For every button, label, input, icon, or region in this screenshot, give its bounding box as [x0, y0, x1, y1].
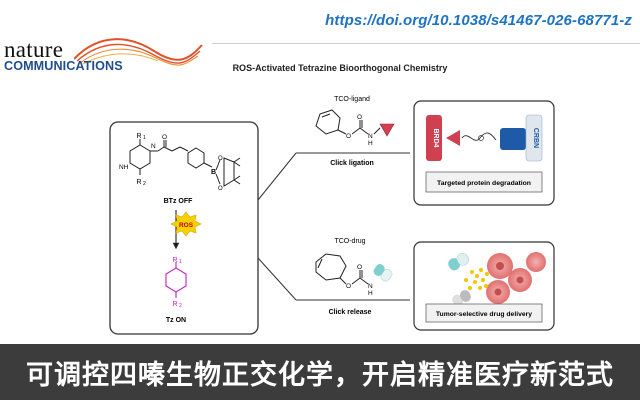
tz-r1-subscript: 1	[179, 259, 182, 265]
tco-drug-structure	[315, 253, 369, 285]
crbn-label: CRBN	[532, 128, 539, 148]
brd4-protein-icon	[426, 115, 442, 161]
tetrazine-structure	[165, 262, 187, 298]
btz-r2-label: R	[136, 179, 141, 186]
linker-icon	[461, 132, 497, 141]
boronate-o2-label: O	[218, 186, 223, 192]
tz-r2-subscript: 2	[179, 303, 182, 309]
boronate-o1-label: O	[218, 156, 223, 162]
tco-ligand-h-label: H	[368, 140, 373, 147]
btz-r-label: R	[136, 133, 141, 140]
btz-nh-label: NH	[119, 164, 129, 171]
drug-delivery-caption-box	[425, 303, 543, 323]
released-drug-icon	[448, 252, 489, 307]
drug-capsule-icon	[373, 264, 393, 282]
bound-ligand-icon	[446, 130, 460, 146]
logo-nature-text: nature	[4, 37, 64, 62]
ros-label: ROS	[179, 222, 194, 229]
linker-ring-icon	[478, 135, 484, 141]
scheme-title: ROS-Activated Tetrazine Bioorthogonal Ch…	[232, 63, 448, 73]
ros-burst-icon	[170, 211, 202, 237]
btz-r-subscript: 1	[143, 135, 146, 141]
caption-banner: 可调控四嗪生物正交化学，开启精准医疗新范式	[0, 344, 640, 400]
btz-n-label: N	[151, 143, 156, 150]
btz-carbonyl-o-label: O	[162, 134, 167, 141]
journal-logo: nature COMMUNICATIONS	[4, 37, 204, 81]
branch-line-lower	[257, 257, 297, 301]
logo-communications-text: COMMUNICATIONS	[4, 59, 123, 73]
tumor-cells-icon	[486, 252, 546, 304]
branch-line-upper	[257, 152, 297, 201]
tco-drug-o-label: O	[346, 283, 351, 290]
tz-r2-label: R	[172, 301, 177, 308]
tz-on-label: Tz ON	[166, 317, 186, 324]
tco-ligand-structure	[315, 109, 381, 135]
crbn-ligand-icon	[500, 128, 526, 150]
header-divider	[212, 43, 640, 44]
degradation-caption-box	[425, 171, 543, 193]
dihydrotetrazine-structure	[129, 139, 241, 187]
caption-banner-text: 可调控四嗪生物正交化学，开启精准医疗新范式	[26, 359, 614, 390]
btz-r2-subscript: 2	[143, 181, 146, 187]
boron-label: B	[211, 169, 216, 176]
tco-drug-h-label: H	[368, 290, 373, 297]
crbn-protein-icon	[525, 114, 543, 162]
tco-drug-carbonyl-o-label: O	[357, 264, 362, 271]
drug-delivery-caption: Tumor-selective drug delivery	[436, 311, 532, 318]
tco-ligand-n-label: N	[368, 133, 373, 140]
reaction-scheme: R 1 R 2 NH N O B O O BTz OFF ROS R 1 R 2…	[109, 96, 555, 335]
tco-ligand-carbonyl-o-label: O	[357, 114, 362, 121]
tco-drug-n-label: N	[368, 283, 373, 290]
click-release-label: Click release	[329, 309, 372, 316]
doi-link[interactable]: https://doi.org/10.1038/s41467-026-68771…	[325, 12, 632, 29]
tco-drug-label: TCO-drug	[334, 238, 365, 245]
tco-ligand-o-label: O	[346, 133, 351, 140]
brd4-label: BRD4	[432, 128, 439, 147]
logo-swoosh-icon	[74, 38, 203, 66]
tz-r1-label: R	[172, 257, 177, 264]
ligand-triangle-icon	[379, 123, 395, 137]
degradation-caption: Targeted protein degradation	[437, 180, 531, 187]
btz-off-label: BTz OFF	[164, 198, 193, 205]
click-ligation-label: Click ligation	[330, 160, 374, 167]
tco-ligand-label: TCO-ligand	[334, 96, 370, 103]
